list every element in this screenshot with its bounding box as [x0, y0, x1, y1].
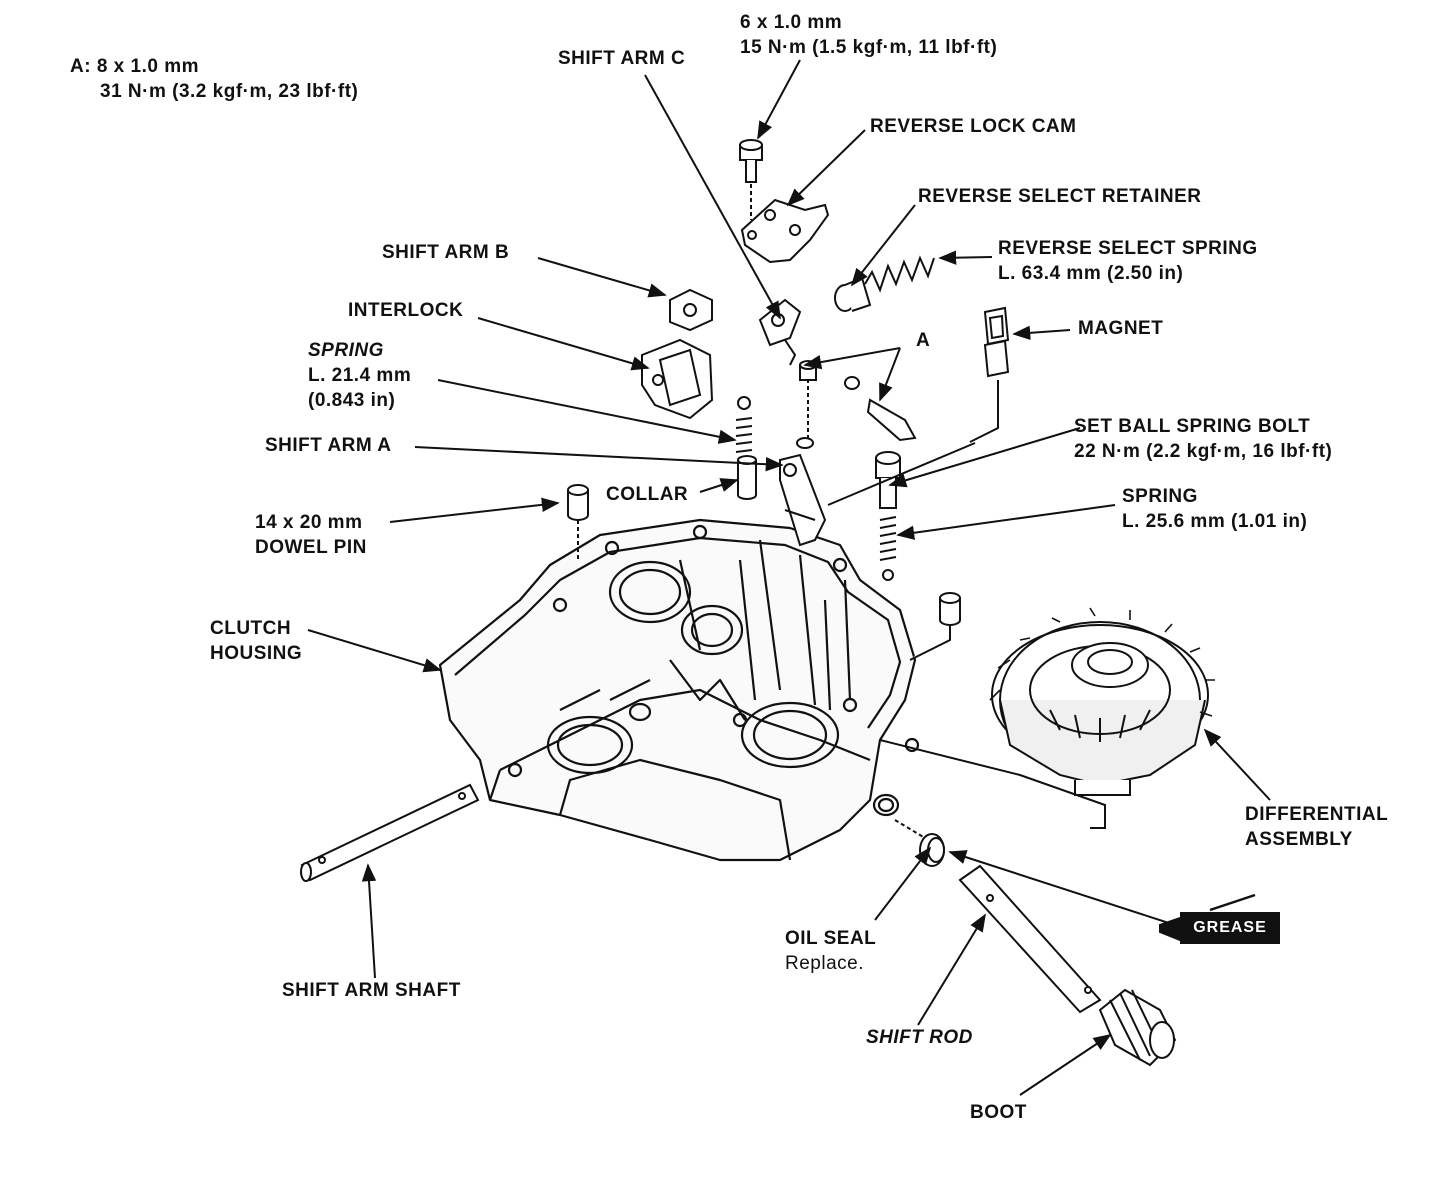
shift-arm-shaft-drawing [300, 783, 480, 882]
differential-line1: DIFFERENTIAL [1245, 804, 1389, 825]
label-spring-b: SPRING L. 25.6 mm (1.01 in) [1122, 484, 1307, 534]
label-reverse-select-spring: REVERSE SELECT SPRING L. 63.4 mm (2.50 i… [998, 236, 1258, 286]
leader-lines [307, 59, 1271, 1096]
label-reverse-select-retainer: REVERSE SELECT RETAINER [918, 186, 1202, 207]
torque-spec-a-line1: A: 8 x 1.0 mm [70, 56, 199, 77]
label-reverse-lock-cam: REVERSE LOCK CAM [870, 116, 1077, 137]
label-shift-arm-a: SHIFT ARM A [265, 435, 392, 456]
reverse-select-spring-name: REVERSE SELECT SPRING [998, 238, 1258, 259]
magnet-drawing [969, 306, 1010, 443]
oil-seal-name: OIL SEAL [785, 928, 877, 949]
spring-a-length: L. 21.4 mm [308, 365, 412, 386]
label-top-bolt: 6 x 1.0 mm 15 N·m (1.5 kgf·m, 11 lbf·ft) [740, 10, 997, 60]
dowel-pin-drawing [567, 484, 961, 661]
torque-spec-a-line2: 31 N·m (3.2 kgf·m, 23 lbf·ft) [100, 81, 359, 102]
top-bolt-torque: 15 N·m (1.5 kgf·m, 11 lbf·ft) [740, 37, 998, 58]
label-oil-seal: OIL SEAL Replace. [785, 926, 876, 976]
set-ball-spring-bolt-torque: 22 N·m (2.2 kgf·m, 16 lbf·ft) [1074, 441, 1333, 462]
label-shift-rod: SHIFT ROD [866, 1027, 973, 1048]
clutch-housing-line2: HOUSING [210, 643, 303, 664]
spring-a-name: SPRING [308, 340, 384, 361]
clutch-housing-drawing [438, 518, 920, 862]
label-collar: COLLAR [606, 484, 689, 505]
clutch-housing-line1: CLUTCH [210, 618, 292, 639]
dowel-pin-name: DOWEL PIN [255, 537, 367, 558]
label-shift-arm-b: SHIFT ARM B [382, 242, 510, 263]
differential-line2: ASSEMBLY [1245, 829, 1353, 850]
top-bolt-size: 6 x 1.0 mm [740, 12, 843, 33]
dowel-pin-size: 14 x 20 mm [255, 512, 363, 533]
label-shift-arm-shaft: SHIFT ARM SHAFT [282, 980, 461, 1001]
label-shift-arm-c: SHIFT ARM C [558, 48, 686, 69]
label-magnet: MAGNET [1078, 318, 1164, 339]
label-boot: BOOT [970, 1102, 1027, 1123]
spring-a-length-in: (0.843 in) [308, 390, 396, 411]
spring-b-length: L. 25.6 mm (1.01 in) [1122, 511, 1308, 532]
label-set-ball-spring-bolt: SET BALL SPRING BOLT 22 N·m (2.2 kgf·m, … [1074, 414, 1332, 464]
torque-spec-a: A: 8 x 1.0 mm 31 N·m (3.2 kgf·m, 23 lbf·… [70, 54, 358, 104]
differential-drawing [879, 607, 1215, 829]
shift-rod-drawing [894, 819, 1177, 1067]
oil-seal-note: Replace. [785, 953, 864, 974]
label-clutch-housing: CLUTCH HOUSING [210, 616, 302, 666]
label-interlock: INTERLOCK [348, 300, 464, 321]
label-a-marker: A [916, 330, 931, 351]
label-spring-a: SPRING L. 21.4 mm (0.843 in) [308, 338, 411, 413]
set-ball-spring-bolt-name: SET BALL SPRING BOLT [1074, 416, 1311, 437]
label-differential-assembly: DIFFERENTIAL ASSEMBLY [1245, 802, 1388, 852]
label-dowel-pin: 14 x 20 mm DOWEL PIN [255, 510, 367, 560]
set-ball-spring-drawing [875, 451, 901, 581]
reverse-parts-drawing [641, 139, 935, 420]
reverse-select-spring-length: L. 63.4 mm (2.50 in) [998, 263, 1184, 284]
grease-badge: GREASE [1180, 912, 1280, 944]
spring-b-name: SPRING [1122, 486, 1198, 507]
